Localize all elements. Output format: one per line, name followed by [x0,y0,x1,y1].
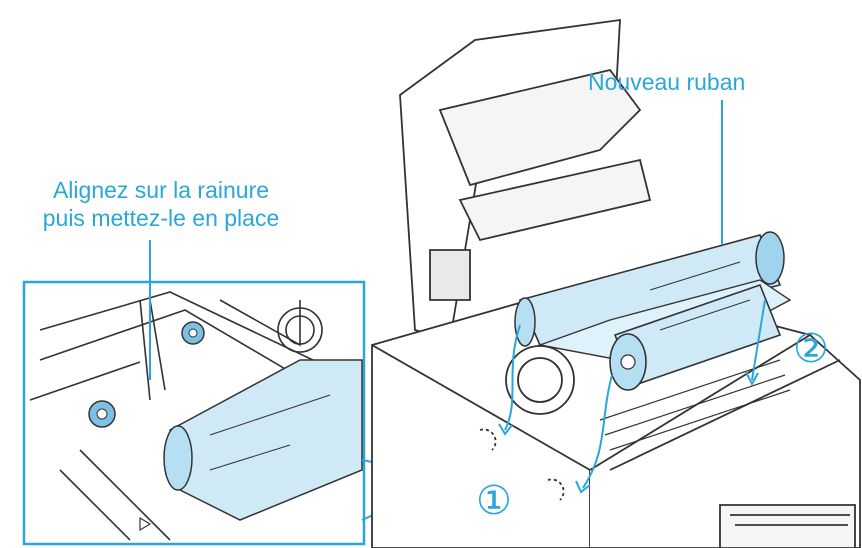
new-ribbon-label: Nouveau ruban [588,69,746,95]
callout-arrows [498,100,766,494]
arrow-right-hub [582,374,613,489]
arrow-left-hub [504,324,521,431]
align-instruction-label: Alignez sur la rainure puis mettez-le en… [0,176,322,232]
ribbon-cassette [514,231,792,391]
step-1-marker: ① [476,478,512,524]
step-2-marker: ② [793,326,829,372]
inset-arrow-mark [139,516,152,532]
arrow-down-2 [751,299,766,381]
align-instruction-line2: puis mettez-le en place [42,205,280,231]
inset-hub-left [88,400,116,428]
inset-ribbon [163,359,363,521]
inset-hub-right [181,321,205,345]
align-instruction-line1: Alignez sur la rainure [52,177,270,203]
inset-detail [22,280,366,546]
